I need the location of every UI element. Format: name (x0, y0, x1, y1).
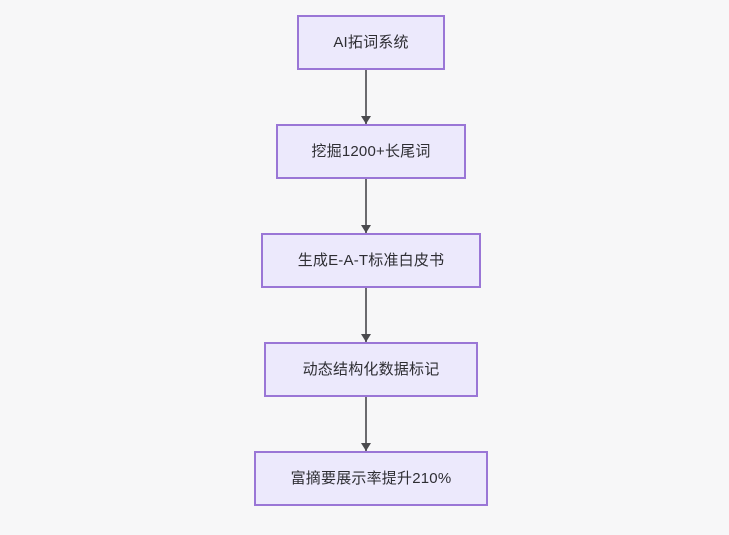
flow-node-2[interactable]: 挖掘1200+长尾词 (276, 124, 466, 179)
arrowhead-icon (361, 443, 371, 451)
connector-line (365, 288, 367, 342)
flow-node-3[interactable]: 生成E-A-T标准白皮书 (261, 233, 481, 288)
connector-line (365, 397, 367, 451)
arrowhead-icon (361, 225, 371, 233)
arrowhead-icon (361, 334, 371, 342)
flow-node-1[interactable]: AI拓词系统 (297, 15, 445, 70)
flow-node-5[interactable]: 富摘要展示率提升210% (254, 451, 488, 506)
connector-line (365, 70, 367, 124)
connector-arrow-3 (360, 288, 372, 342)
flow-node-label: AI拓词系统 (333, 33, 409, 51)
flow-node-label: 挖掘1200+长尾词 (311, 142, 431, 160)
connector-line (365, 179, 367, 233)
connector-arrow-4 (360, 397, 372, 451)
flow-node-4[interactable]: 动态结构化数据标记 (264, 342, 478, 397)
connector-arrow-2 (360, 179, 372, 233)
flow-node-label: 动态结构化数据标记 (302, 360, 440, 378)
flow-node-label: 生成E-A-T标准白皮书 (297, 251, 445, 269)
arrowhead-icon (361, 116, 371, 124)
flow-node-label: 富摘要展示率提升210% (290, 469, 452, 487)
connector-arrow-1 (360, 70, 372, 124)
